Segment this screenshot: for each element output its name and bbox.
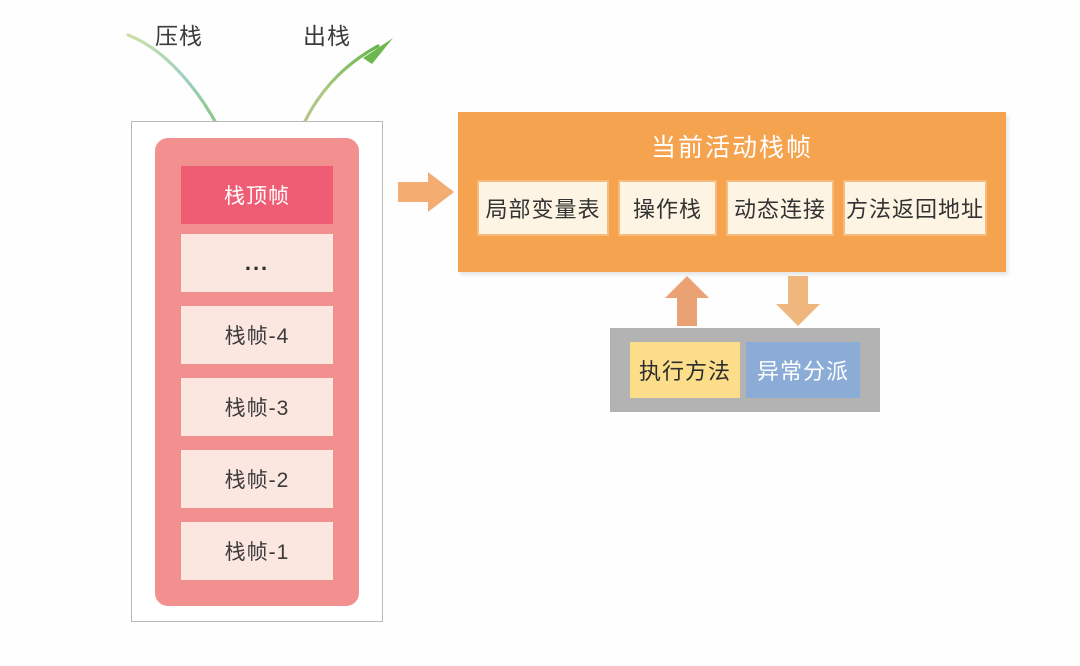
slot-label: 动态连接	[733, 197, 826, 222]
execution-box: 执行方法 异常分派	[610, 328, 880, 412]
pop-arrowhead	[363, 38, 393, 64]
slot-label: 操作栈	[633, 197, 703, 222]
slot-operand-stack: 操作栈	[618, 180, 717, 236]
stack-frame-label: 栈帧-4	[224, 325, 290, 348]
chip-exception-dispatch: 异常分派	[746, 342, 860, 398]
stack-frame-4: 栈帧-4	[181, 306, 333, 364]
active-frame-panel: 当前活动栈帧 局部变量表 操作栈 动态连接 方法返回地址	[458, 112, 1006, 272]
push-label: 压栈	[155, 23, 203, 49]
slot-method-return-address: 方法返回地址	[843, 180, 987, 236]
stack-frame-top: 栈顶帧	[181, 166, 333, 224]
slot-local-variable-table: 局部变量表	[477, 180, 610, 236]
pop-label: 出栈	[303, 23, 351, 49]
slot-label: 方法返回地址	[846, 197, 985, 222]
chip-label: 执行方法	[638, 359, 731, 384]
arrow-down-icon	[776, 276, 820, 326]
arrow-right-icon	[398, 172, 454, 212]
stack-frame-3: 栈帧-3	[181, 378, 333, 436]
chip-label: 异常分派	[756, 359, 849, 384]
slot-label: 局部变量表	[485, 197, 601, 222]
stack-frame-label: 栈顶帧	[224, 185, 290, 208]
arrow-up-icon	[665, 276, 709, 326]
jvm-stack: 栈顶帧 ... 栈帧-4 栈帧-3 栈帧-2 栈帧-1	[155, 138, 359, 606]
stack-frame-2: 栈帧-2	[181, 450, 333, 508]
stack-frame-1: 栈帧-1	[181, 522, 333, 580]
stack-frame-label: 栈帧-1	[224, 541, 290, 564]
active-frame-slots: 局部变量表 操作栈 动态连接 方法返回地址	[477, 180, 987, 236]
stack-frame-ellipsis: ...	[181, 234, 333, 292]
chip-execute-method: 执行方法	[630, 342, 740, 398]
stack-frame-label: 栈帧-2	[224, 469, 290, 492]
stack-frame-label: 栈帧-3	[224, 397, 290, 420]
slot-dynamic-linking: 动态连接	[725, 180, 834, 236]
stack-frame-label: ...	[244, 250, 270, 275]
active-frame-title: 当前活动栈帧	[650, 134, 813, 162]
